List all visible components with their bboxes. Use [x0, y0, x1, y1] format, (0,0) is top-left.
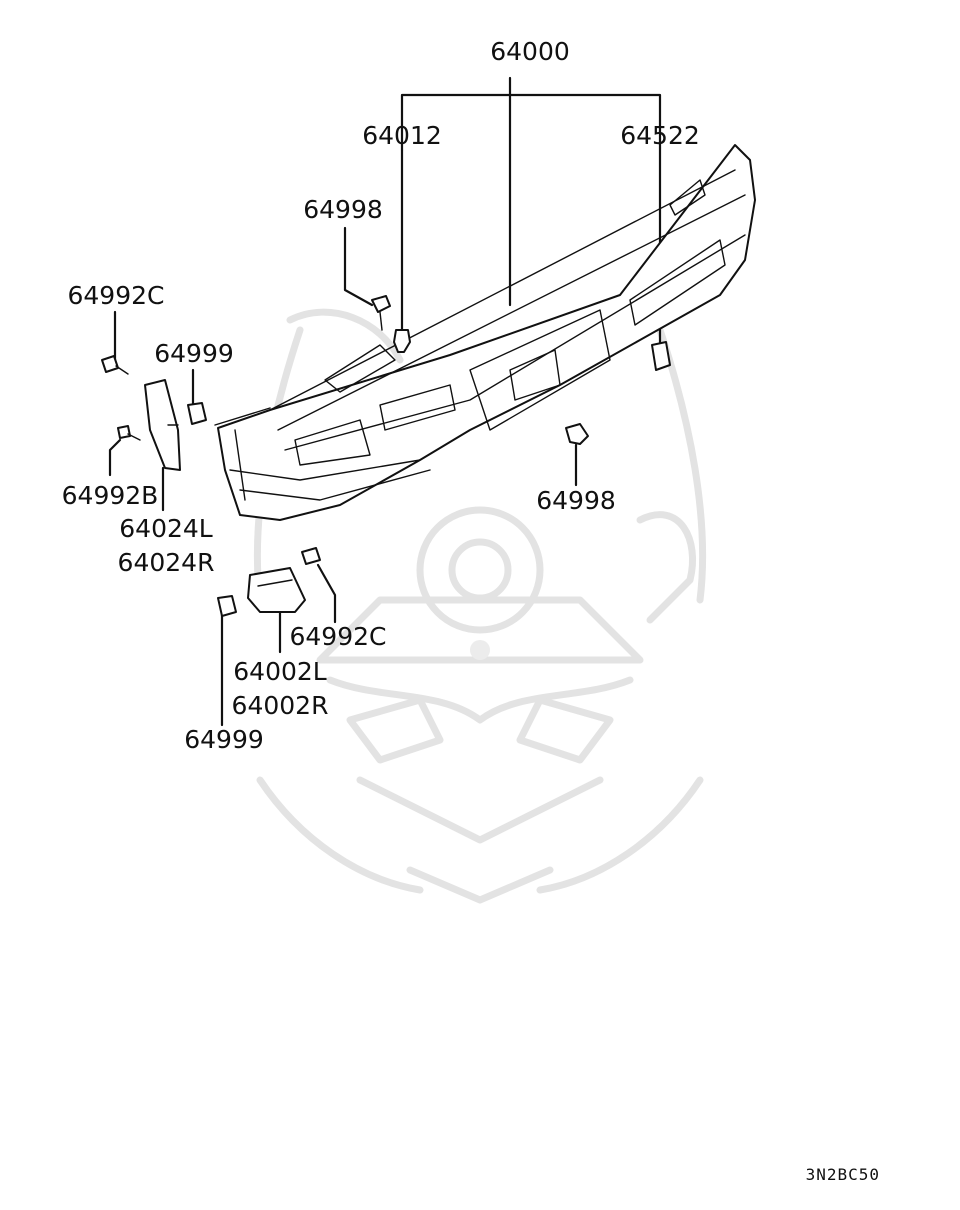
callout-64999-top: 64999: [154, 339, 234, 368]
callout-64024l: 64024L: [119, 514, 213, 543]
bolt-64992b: [117, 425, 141, 441]
side-bracket-64024: [144, 379, 181, 471]
callout-64992c-top: 64992C: [68, 281, 165, 310]
nut-64522: [651, 341, 671, 371]
callout-64012: 64012: [362, 121, 442, 150]
bolt-64992c-top: [101, 355, 129, 375]
callout-64002r: 64002R: [232, 691, 329, 720]
rear-bumper-assembly: [214, 144, 756, 521]
bolt-64992c-low: [301, 547, 321, 565]
callout-64998-top: 64998: [303, 195, 383, 224]
callout-64992b: 64992B: [62, 481, 159, 510]
stay-64002: [247, 567, 306, 613]
callout-64999-low: 64999: [184, 725, 264, 754]
clip-64999-top: [187, 402, 207, 425]
bolt-64998-top: [371, 295, 391, 331]
callout-64002l: 64002L: [233, 657, 327, 686]
callout-labels: 64000 64012 64522 64998 64992C 64999 649…: [62, 37, 700, 754]
samurai-helmet-logo: [253, 308, 707, 904]
clip-64999-low: [217, 595, 237, 617]
callout-64522: 64522: [620, 121, 700, 150]
diagram-code: 3N2BC50: [806, 1165, 880, 1184]
clip-64012: [393, 329, 411, 353]
callout-64992c-low: 64992C: [290, 622, 387, 651]
callout-64000: 64000: [490, 37, 570, 66]
bolt-64998-right: [565, 423, 589, 445]
callout-64024r: 64024R: [118, 548, 215, 577]
callout-64998-right: 64998: [536, 486, 616, 515]
